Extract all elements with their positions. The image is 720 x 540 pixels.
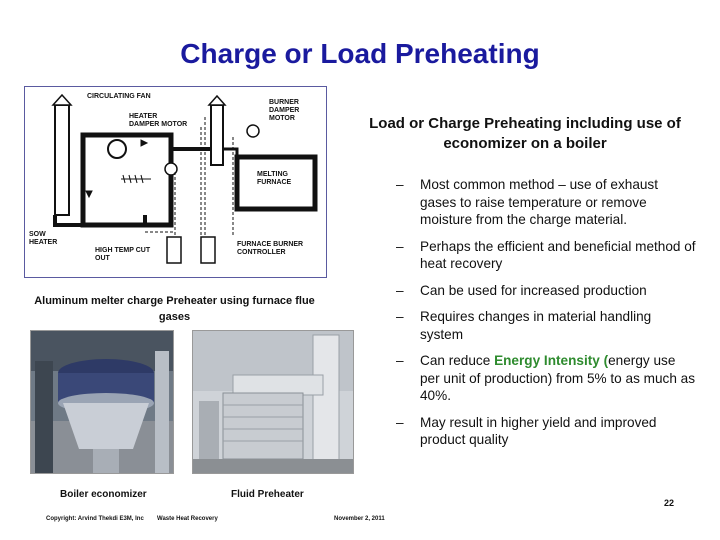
bullet-dash: – (396, 282, 404, 298)
bullet-text: Can be used for increased production (420, 282, 647, 298)
preheater-schematic (51, 93, 318, 264)
bullet-item: – Most common method – use of exhaust ga… (396, 176, 696, 229)
footer-copyright: Copyright: Arvind Thekdi E3M, Inc (46, 516, 144, 522)
fluid-preheater-caption: Fluid Preheater (231, 489, 304, 500)
label-burner-damper-motor: BURNER DAMPER MOTOR (269, 99, 300, 122)
preheater-diagram: CIRCULATING FAN HEATER DAMPER MOTOR BURN… (24, 86, 327, 278)
bullet-item: – Requires changes in material handling … (396, 308, 696, 343)
bullet-text: May result in higher yield and improved … (420, 414, 657, 448)
energy-intensity-highlight: Energy Intensity ( (494, 353, 609, 368)
boiler-economizer-photo (30, 330, 174, 474)
bullet-item: – May result in higher yield and improve… (396, 414, 696, 449)
slide-title: Charge or Load Preheating (180, 38, 540, 69)
page-number: 22 (664, 498, 675, 508)
bullet-text-post: energy use per unit of production) from … (420, 353, 696, 403)
footer-topic: Waste Heat Recovery (157, 516, 218, 522)
bullet-dash: – (396, 414, 404, 430)
bullet-text-pre: Can reduce (420, 353, 495, 368)
label-heater-damper-motor: HEATER DAMPER MOTOR (129, 113, 188, 128)
diagram-caption: Aluminum melter charge Preheater using f… (34, 295, 315, 323)
bullet-dash: – (396, 238, 404, 254)
label-high-temp-cut-out: HIGH TEMP CUT OUT (95, 247, 151, 262)
bullet-text: Most common method – use of exhaust gase… (420, 177, 659, 227)
bullet-list: – Most common method – use of exhaust ga… (396, 176, 696, 458)
footer-date: November 2, 2011 (334, 516, 385, 522)
bullet-dash: – (396, 353, 404, 368)
subheading: Load or Charge Preheating including use … (369, 115, 681, 152)
label-furnace-burner-controller: FURNACE BURNER CONTROLLER (237, 241, 304, 256)
fluid-preheater-photo (192, 330, 354, 474)
label-melting-furnace: MELTING FURNACE (257, 171, 292, 186)
boiler-economizer-caption: Boiler economizer (60, 489, 147, 500)
bullet-item: – Can be used for increased production (396, 282, 696, 300)
bullet-item: – Perhaps the efficient and beneficial m… (396, 238, 696, 273)
bullet-dash: – (396, 309, 404, 324)
bullet-text: Perhaps the efficient and beneficial met… (420, 238, 696, 272)
label-circulating-fan: CIRCULATING FAN (87, 93, 151, 100)
bullet-dash: – (396, 177, 404, 192)
bullet-item: – Can reduce Energy Intensity (energy us… (396, 352, 696, 405)
bullet-text: Requires changes in material handling sy… (420, 309, 652, 342)
label-sow-heater: SOW HEATER (29, 231, 58, 246)
